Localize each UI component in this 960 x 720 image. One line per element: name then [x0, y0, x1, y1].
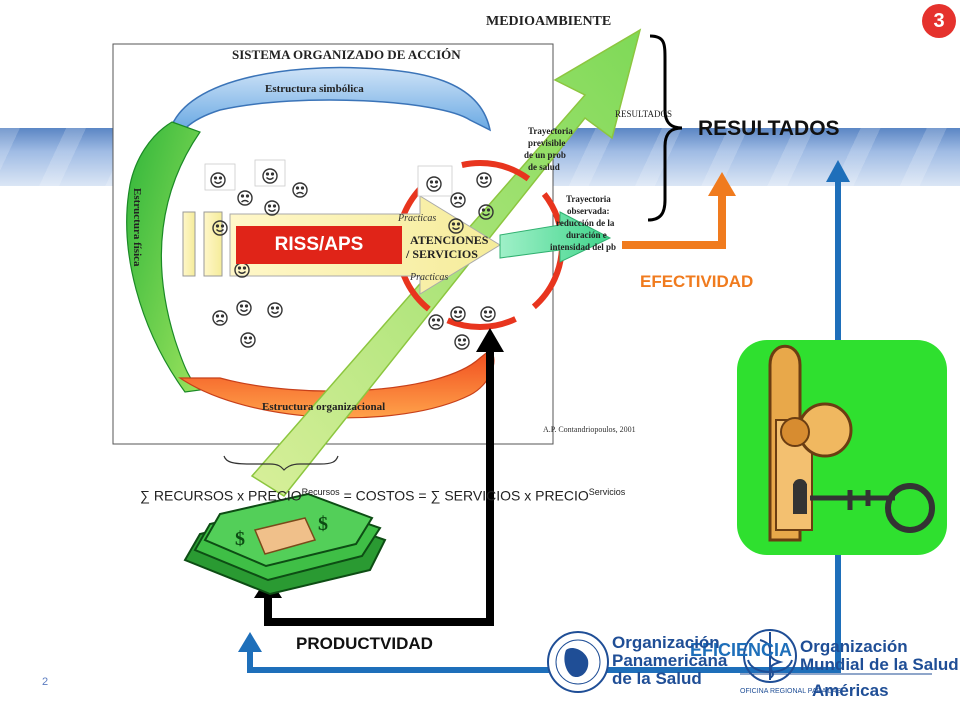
slide-number-badge: 3 [922, 4, 956, 38]
eficiencia-arrowhead-up [826, 160, 850, 182]
atenciones-label-2: / SERVICIOS [405, 247, 478, 261]
smiley-face-icon [236, 300, 252, 316]
svg-text:Trayectoria: Trayectoria [528, 126, 573, 136]
riss-aps-label: RISS/APS [236, 226, 402, 264]
results-brace [647, 34, 683, 222]
svg-text:$: $ [318, 513, 328, 535]
symbolic-structure-arc [167, 66, 492, 141]
sistema-label: SISTEMA ORGANIZADO DE ACCIÓN [232, 47, 461, 62]
productividad-connector [264, 350, 494, 626]
smiley-face-icon [264, 200, 280, 216]
frowny-face-icon [428, 314, 444, 330]
svg-text:$: $ [235, 528, 245, 550]
page-index: 2 [42, 676, 49, 688]
smiley-face-icon [262, 168, 278, 184]
smiley-face-icon [448, 218, 464, 234]
practicas-top-label: Practicas [397, 213, 436, 224]
resource-bar-2 [203, 211, 223, 277]
oms-logo-text: Organización Mundial de la Salud [800, 637, 959, 674]
frowny-face-icon [237, 190, 253, 206]
efectividad-arrowhead [708, 172, 736, 196]
smiley-face-icon [210, 172, 226, 188]
physical-structure-arc [126, 121, 202, 393]
resultados-label: RESULTADOS [698, 117, 840, 140]
svg-text:previsible: previsible [528, 138, 565, 148]
money-stack-icon: $ $ [183, 492, 387, 596]
oms-logo-subtitle: OFICINA REGIONAL PARA LAS [740, 688, 842, 695]
smiley-face-icon [454, 334, 470, 350]
ops-logo-text: Organización Panamericana de la Salud [612, 633, 728, 688]
productividad-arrowhead-up [476, 328, 504, 352]
atenciones-label-1: ATENCIONES [410, 233, 489, 247]
svg-text:intensidad del pb: intensidad del pb [550, 242, 616, 252]
smiley-face-icon [212, 220, 228, 236]
cost-formula: ∑ RECURSOS x PRECIORecursos = COSTOS = ∑… [140, 487, 626, 504]
box [254, 159, 286, 187]
citation-label: A.P. Contandriopoulos, 2001 [543, 425, 636, 434]
svg-text:duración e: duración e [566, 230, 607, 240]
frowny-face-icon [450, 192, 466, 208]
oms-logo-emblem [743, 629, 797, 683]
trayectoria-observada-label: Trayectoria observada: reducción de la d… [550, 194, 616, 252]
smiley-face-icon [267, 302, 283, 318]
efectividad-label: EFECTIVIDAD [640, 272, 754, 291]
frowny-face-icon [212, 310, 228, 326]
organizational-structure-label: Estructura organizacional [262, 401, 385, 413]
svg-text:de salud: de salud [528, 162, 560, 172]
observed-trajectory-arrow [499, 211, 612, 263]
smiley-face-icon [478, 204, 494, 220]
faces-group [210, 168, 496, 350]
resources-brace [223, 455, 339, 471]
eficiencia-arrowhead-left [238, 632, 262, 652]
eficiencia-label: EFICIENCIA [690, 640, 793, 660]
medioambiente-label: MEDIOAMBIENTE [486, 14, 611, 29]
trayectoria-previsible-label: Trayectoria previsible de un prob de sal… [524, 126, 573, 172]
smiley-face-icon [426, 176, 442, 192]
svg-text:reducción de la: reducción de la [556, 218, 615, 228]
symbolic-structure-label: Estructura simbólica [265, 83, 364, 95]
svg-text:observada:: observada: [567, 206, 610, 216]
oms-logo-region: Américas [812, 681, 889, 700]
svg-text:Trayectoria: Trayectoria [566, 194, 611, 204]
ops-logo-emblem [547, 631, 609, 693]
efectividad-connector [622, 192, 726, 249]
practicas-bottom-label: Practicas [409, 272, 448, 283]
smiley-face-icon [476, 172, 492, 188]
key-lock-icon [737, 340, 947, 555]
resource-bar-1 [182, 211, 196, 277]
physical-structure-label: Estructura física [131, 188, 143, 267]
resultados-small-label: RESULTADOS [615, 109, 672, 119]
frowny-face-icon [292, 182, 308, 198]
svg-text:de un prob: de un prob [524, 150, 566, 160]
smiley-face-icon [480, 306, 496, 322]
smiley-face-icon [450, 306, 466, 322]
smiley-face-icon [234, 262, 250, 278]
productividad-label: PRODUCTVIDAD [296, 634, 433, 653]
smiley-face-icon [240, 332, 256, 348]
